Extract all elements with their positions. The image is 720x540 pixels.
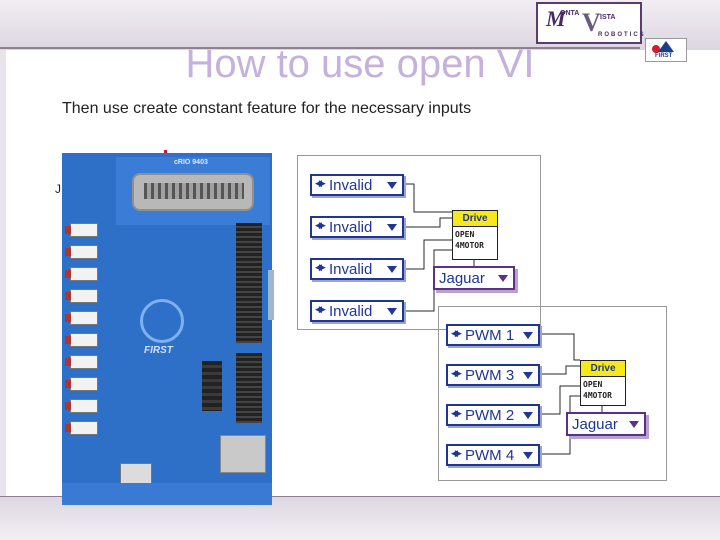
dropdown-triangle-icon[interactable]: [523, 452, 533, 459]
enum-constant[interactable]: ◀▶ Invalid: [310, 216, 404, 238]
slide-title: How to use open VI: [0, 42, 720, 87]
logo-text-robotics: ROBOTICS: [598, 32, 646, 38]
board-side-bracket: [268, 270, 274, 320]
left-strip: [0, 50, 6, 497]
left-right-arrows-icon: ◀▶: [451, 369, 462, 379]
ethernet-port: [220, 435, 266, 473]
enum-value: PWM 4: [465, 447, 515, 464]
jaguar-value: Jaguar: [572, 416, 618, 433]
slide-title-text: How to use open VI: [185, 42, 535, 86]
enum-constant[interactable]: ◀▶ Invalid: [310, 300, 404, 322]
first-logo: FIRST: [645, 38, 687, 62]
dsub-pins: [144, 183, 244, 199]
enum-constant[interactable]: ◀▶ PWM 3: [446, 364, 540, 386]
vi-body: OPEN 4MOTOR: [581, 377, 625, 402]
first-logo-triangle-icon: [658, 41, 674, 52]
left-right-arrows-icon: ◀▶: [315, 263, 326, 273]
dropdown-triangle-icon[interactable]: [523, 412, 533, 419]
enum-constant[interactable]: ◀▶ Invalid: [310, 174, 404, 196]
slide-subtitle: Then use create constant feature for the…: [62, 100, 472, 117]
logo-text-onta: ONTA: [560, 10, 580, 17]
pwm-connector: [65, 399, 98, 413]
enum-value: Invalid: [329, 177, 373, 194]
enum-constant[interactable]: ◀▶ Invalid: [310, 258, 404, 280]
enum-value: Invalid: [329, 303, 373, 320]
dropdown-triangle-icon[interactable]: [387, 182, 397, 189]
vi-line-1: OPEN: [583, 380, 603, 389]
enum-value: PWM 2: [465, 407, 515, 424]
labview-snippet-pwm: [438, 306, 667, 481]
board-header-label: cRIO 9403: [174, 159, 208, 166]
dropdown-triangle-icon[interactable]: [498, 275, 508, 282]
logo-letter-v: V: [582, 8, 601, 37]
first-logo-word: FIRST: [655, 53, 673, 59]
stray-glyph: J: [55, 182, 61, 196]
header-pins: [236, 353, 262, 423]
left-right-arrows-icon: ◀▶: [451, 449, 462, 459]
pwm-connector: [65, 355, 98, 369]
left-right-arrows-icon: ◀▶: [451, 329, 462, 339]
dropdown-triangle-icon[interactable]: [387, 308, 397, 315]
montavista-logo: M ONTA V ISTA ROBOTICS: [536, 2, 644, 44]
dropdown-triangle-icon[interactable]: [629, 421, 639, 428]
vi-header: Drive: [581, 361, 625, 377]
dropdown-triangle-icon[interactable]: [523, 372, 533, 379]
dropdown-triangle-icon[interactable]: [387, 266, 397, 273]
left-right-arrows-icon: ◀▶: [315, 305, 326, 315]
dropdown-triangle-icon[interactable]: [387, 224, 397, 231]
enum-constant[interactable]: ◀▶ PWM 1: [446, 324, 540, 346]
left-right-arrows-icon: ◀▶: [315, 221, 326, 231]
crio-module-image: cRIO 9403 FIRST: [62, 153, 272, 505]
pwm-connector: [65, 377, 98, 391]
pwm-connector: [65, 333, 98, 347]
board-emblem-text: FIRST: [144, 345, 173, 356]
enum-constant[interactable]: ◀▶ PWM 2: [446, 404, 540, 426]
vi-body: OPEN 4MOTOR: [453, 227, 497, 252]
enum-value: PWM 3: [465, 367, 515, 384]
first-logo-circle-icon: [652, 45, 660, 53]
pwm-connector: [65, 289, 98, 303]
dropdown-triangle-icon[interactable]: [523, 332, 533, 339]
logo-text-ista: ISTA: [600, 14, 616, 21]
left-right-arrows-icon: ◀▶: [315, 179, 326, 189]
board-bottom-edge: [62, 483, 272, 505]
vi-line-1: OPEN: [455, 230, 475, 239]
dip-switch: [202, 361, 222, 411]
pwm-connector: [65, 223, 98, 237]
pwm-connector: [65, 311, 98, 325]
vi-line-2: 4MOTOR: [583, 391, 612, 400]
header-pins: [236, 223, 262, 343]
vi-header: Drive: [453, 211, 497, 227]
first-emblem-icon: [140, 299, 184, 343]
enum-value: Invalid: [329, 219, 373, 236]
enum-value: Invalid: [329, 261, 373, 278]
jaguar-value: Jaguar: [439, 270, 485, 287]
pwm-connector: [65, 421, 98, 435]
pwm-connector: [65, 245, 98, 259]
header-rule: [0, 47, 640, 49]
pwm-connector: [65, 267, 98, 281]
drive-open-4motor-vi[interactable]: Drive OPEN 4MOTOR: [452, 210, 498, 260]
left-right-arrows-icon: ◀▶: [451, 409, 462, 419]
jaguar-type-constant[interactable]: Jaguar: [566, 412, 646, 436]
drive-open-4motor-vi[interactable]: Drive OPEN 4MOTOR: [580, 360, 626, 406]
logo-letter-m: M: [546, 6, 566, 31]
jaguar-type-constant[interactable]: Jaguar: [433, 266, 515, 290]
enum-constant[interactable]: ◀▶ PWM 4: [446, 444, 540, 466]
enum-value: PWM 1: [465, 327, 515, 344]
vi-line-2: 4MOTOR: [455, 241, 484, 250]
